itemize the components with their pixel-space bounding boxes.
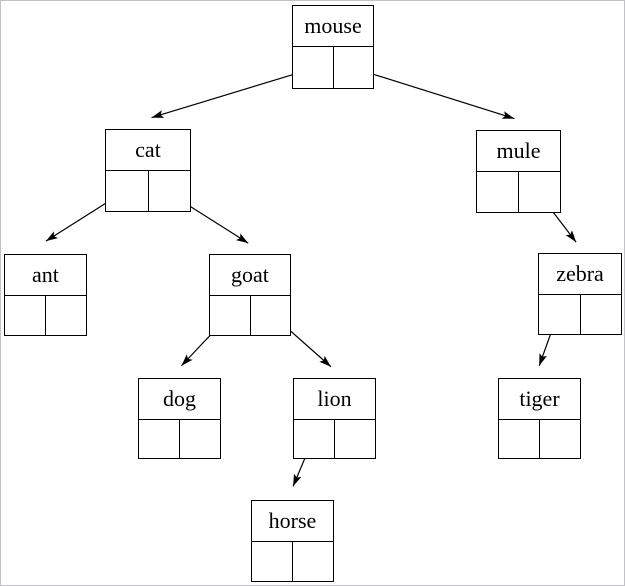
node-label-lion: lion bbox=[294, 379, 375, 420]
node-label-ant: ant bbox=[5, 255, 86, 296]
tree-node-mule: mule bbox=[476, 130, 561, 213]
tree-node-dog: dog bbox=[138, 378, 221, 459]
left-pointer-cell bbox=[5, 296, 46, 335]
left-pointer-cell bbox=[293, 47, 334, 88]
left-pointer-cell bbox=[539, 295, 581, 334]
right-pointer-cell bbox=[335, 420, 375, 458]
pointer-cells bbox=[106, 171, 190, 211]
pointer-cells bbox=[293, 47, 373, 88]
tree-node-mouse: mouse bbox=[292, 5, 374, 89]
tree-node-ant: ant bbox=[4, 254, 87, 336]
left-pointer-cell bbox=[499, 420, 540, 458]
node-label-mule: mule bbox=[477, 131, 560, 172]
tree-node-lion: lion bbox=[293, 378, 376, 459]
right-pointer-cell bbox=[293, 542, 333, 581]
right-pointer-cell bbox=[46, 296, 86, 335]
right-pointer-cell bbox=[180, 420, 220, 458]
left-pointer-cell bbox=[477, 172, 519, 212]
right-pointer-cell bbox=[540, 420, 580, 458]
left-pointer-cell bbox=[139, 420, 180, 458]
node-label-zebra: zebra bbox=[539, 254, 621, 295]
pointer-cells bbox=[5, 296, 86, 335]
tree-node-goat: goat bbox=[209, 254, 291, 336]
tree-node-zebra: zebra bbox=[538, 253, 622, 335]
left-pointer-cell bbox=[106, 171, 149, 211]
node-label-dog: dog bbox=[139, 379, 220, 420]
right-pointer-cell bbox=[519, 172, 560, 212]
pointer-cells bbox=[139, 420, 220, 458]
node-label-goat: goat bbox=[210, 255, 290, 296]
right-pointer-cell bbox=[334, 47, 374, 88]
pointer-cells bbox=[499, 420, 580, 458]
left-pointer-cell bbox=[294, 420, 335, 458]
tree-node-tiger: tiger bbox=[498, 378, 581, 459]
node-label-cat: cat bbox=[106, 130, 190, 171]
tree-node-cat: cat bbox=[105, 129, 191, 212]
edge-mouse-left-to-cat bbox=[151, 68, 313, 119]
right-pointer-cell bbox=[251, 296, 291, 335]
left-pointer-cell bbox=[252, 542, 293, 581]
edge-mouse-right-to-mule bbox=[352, 67, 515, 120]
node-label-tiger: tiger bbox=[499, 379, 580, 420]
left-pointer-cell bbox=[210, 296, 251, 335]
right-pointer-cell bbox=[581, 295, 622, 334]
pointer-cells bbox=[477, 172, 560, 212]
tree-node-horse: horse bbox=[251, 500, 334, 582]
node-label-mouse: mouse bbox=[293, 6, 373, 47]
right-pointer-cell bbox=[149, 171, 191, 211]
pointer-cells bbox=[252, 542, 333, 581]
pointer-cells bbox=[294, 420, 375, 458]
pointer-cells bbox=[210, 296, 290, 335]
node-label-horse: horse bbox=[252, 501, 333, 542]
pointer-cells bbox=[539, 295, 621, 334]
